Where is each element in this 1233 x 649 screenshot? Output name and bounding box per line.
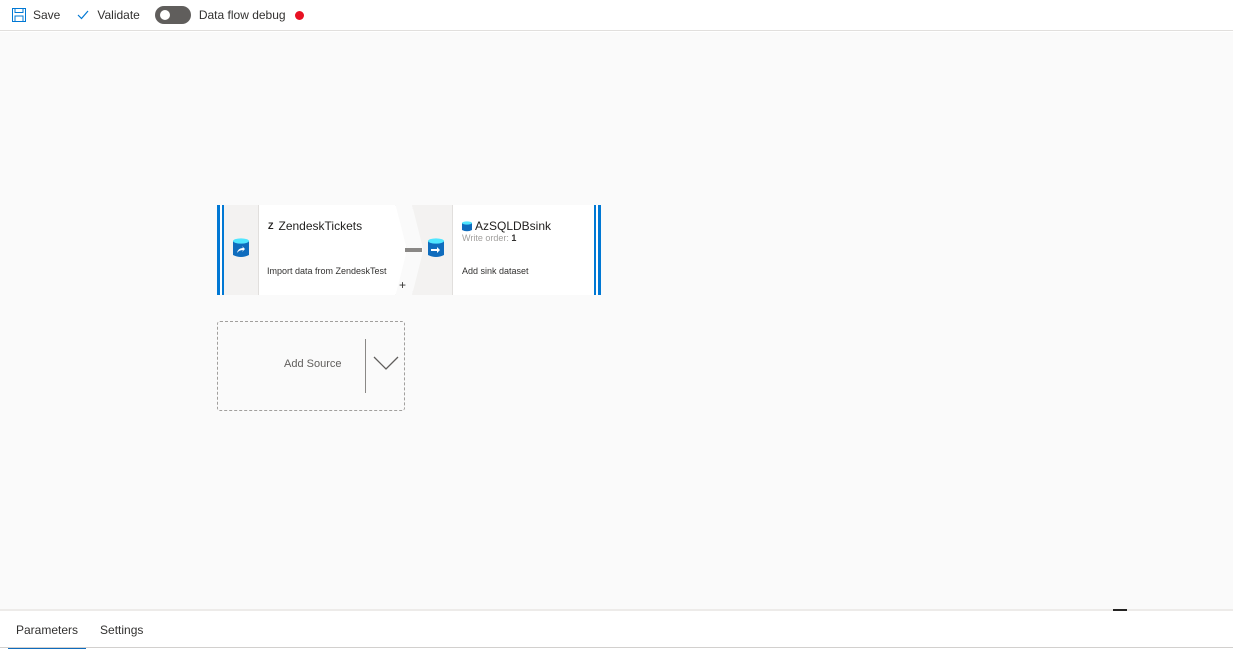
node-selection-bar — [594, 205, 601, 295]
tab-parameters[interactable]: Parameters — [8, 611, 87, 649]
chevron-down-icon[interactable] — [373, 356, 399, 376]
source-node-description: Import data from ZendeskTest — [267, 266, 387, 276]
checkmark-icon — [75, 7, 91, 23]
sink-node-name: AzSQLDBsink — [475, 219, 552, 233]
source-node-zendesktickets[interactable]: Z ZendeskTickets Import data from Zendes… — [217, 205, 407, 295]
node-selection-bar — [217, 205, 224, 295]
data-flow-debug-toggle[interactable] — [154, 6, 191, 24]
sink-node-azsqldbsink[interactable]: AzSQLDBsink Write order: 1 Add sink data… — [412, 205, 601, 295]
save-icon — [11, 7, 27, 23]
source-database-icon — [233, 237, 249, 263]
sink-write-order: Write order: 1 — [462, 233, 516, 243]
sink-node-description: Add sink dataset — [462, 266, 529, 276]
toolbar: Save Validate Data flow debug — [0, 0, 1233, 31]
add-source-label: Add Source — [284, 358, 342, 370]
source-icon-column — [224, 205, 259, 295]
sink-database-icon — [428, 237, 444, 263]
validate-label: Validate — [97, 8, 140, 22]
panel-resize-handle[interactable] — [1113, 609, 1127, 611]
zendesk-icon: Z — [268, 221, 274, 231]
add-transformation-button[interactable]: + — [399, 278, 407, 292]
node-connector — [405, 248, 422, 252]
sql-database-icon — [462, 220, 472, 232]
validate-button[interactable]: Validate — [75, 7, 140, 23]
source-node-title: Z ZendeskTickets — [268, 219, 362, 233]
data-flow-canvas[interactable]: Z ZendeskTickets Import data from Zendes… — [0, 32, 1233, 609]
sink-node-title: AzSQLDBsink — [462, 219, 551, 233]
add-source-button[interactable]: Add Source — [217, 321, 405, 411]
data-flow-debug-label: Data flow debug — [198, 8, 286, 22]
write-order-value: 1 — [511, 233, 517, 243]
add-source-divider — [365, 339, 366, 393]
toggle-knob — [159, 10, 170, 20]
bottom-panel-tabs: Parameters Settings — [8, 611, 157, 649]
debug-status-indicator — [294, 10, 304, 20]
save-button[interactable]: Save — [11, 7, 60, 23]
bottom-panel: Parameters Settings — [0, 609, 1233, 649]
tab-settings[interactable]: Settings — [100, 623, 144, 637]
source-node-name: ZendeskTickets — [278, 219, 363, 233]
save-label: Save — [33, 8, 61, 22]
write-order-label: Write order: — [462, 233, 509, 243]
